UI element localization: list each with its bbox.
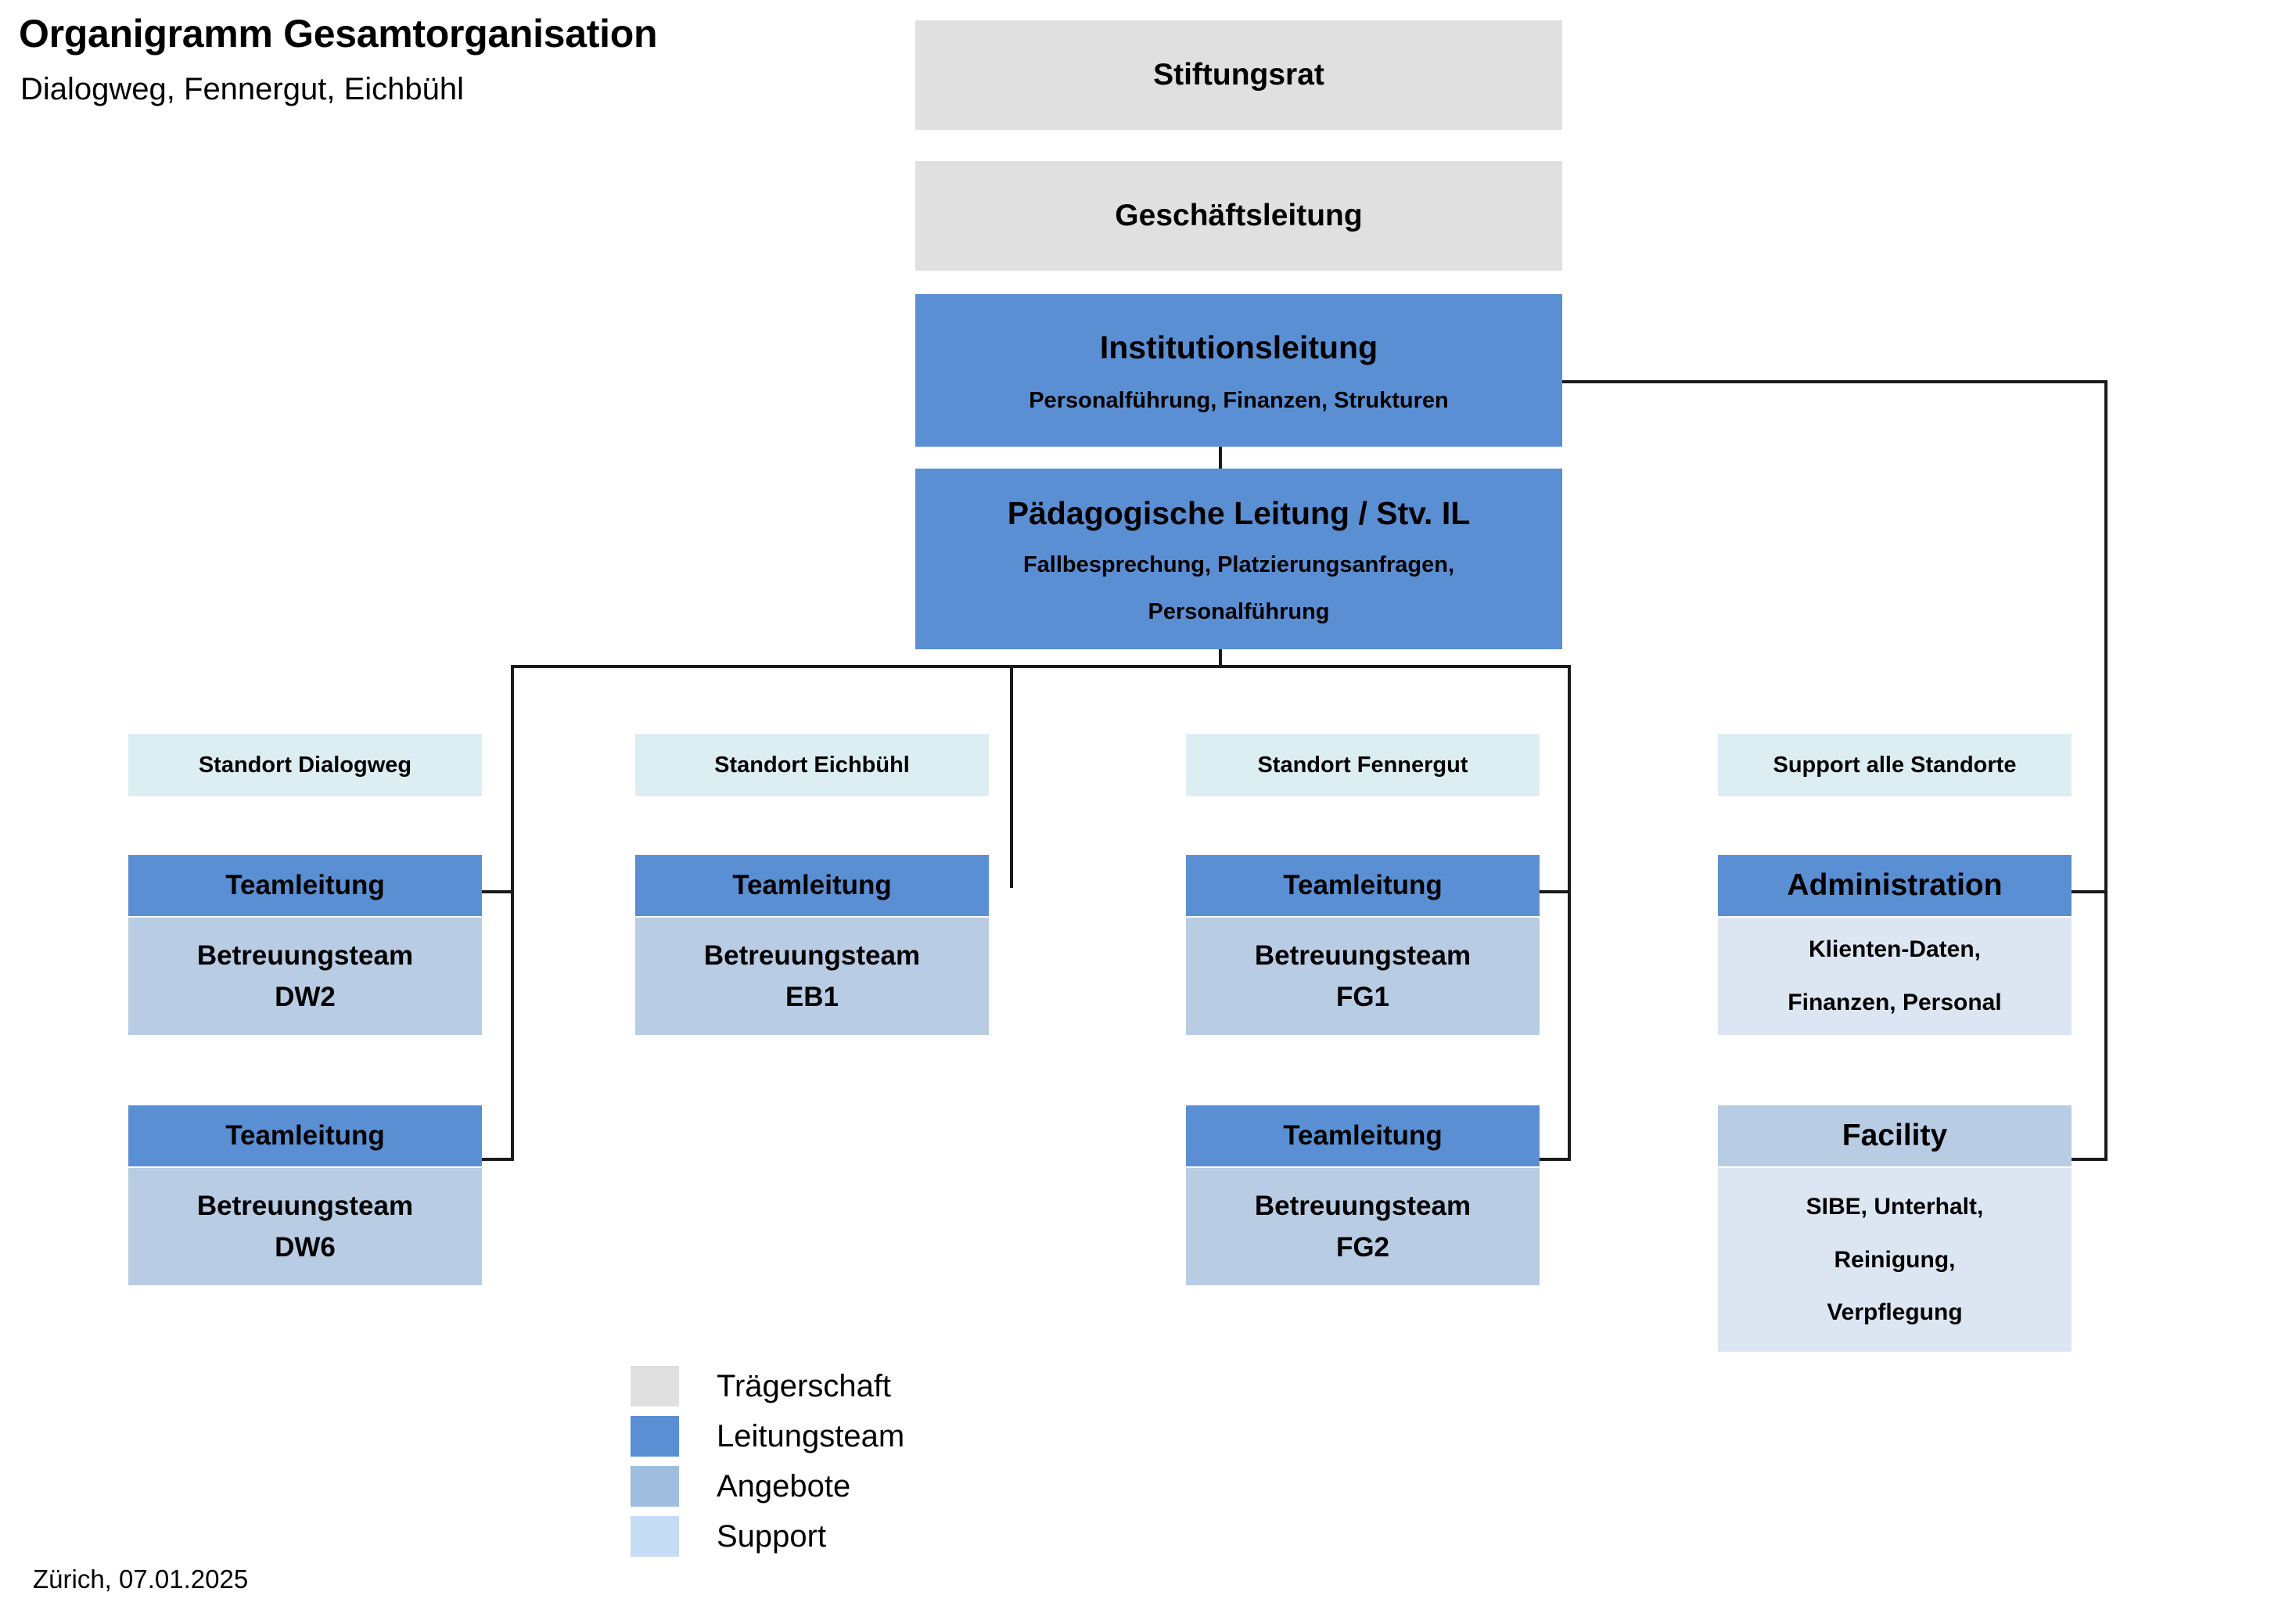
- node-facility-tasks[interactable]: SIBE, Unterhalt, Reinigung, Verpflegung: [1718, 1168, 2072, 1352]
- column-header-support: Support alle Standorte: [1718, 734, 2072, 796]
- node-betreuungsteam-dw6[interactable]: Betreuungsteam DW6: [128, 1168, 482, 1285]
- node-geschaeftsleitung[interactable]: Geschäftsleitung: [915, 161, 1562, 271]
- legend: Trägerschaft Leitungsteam Angebote Suppo…: [631, 1361, 1069, 1561]
- column-header-eichbuehl: Standort Eichbühl: [635, 734, 989, 796]
- node-betreuungsteam-fg2-line1: Betreuungsteam: [1254, 1190, 1471, 1221]
- column-header-dialogweg: Standort Dialogweg: [128, 734, 482, 796]
- connector-support-admin-stub: [2072, 890, 2108, 893]
- footer-place-date: Zürich, 07.01.2025: [33, 1565, 249, 1593]
- column-header-dialogweg-label: Standort Dialogweg: [198, 752, 412, 778]
- connector-support-facility-stub: [2072, 1158, 2108, 1161]
- node-betreuungsteam-fg2[interactable]: Betreuungsteam FG2: [1186, 1168, 1540, 1285]
- column-header-support-label: Support alle Standorte: [1773, 752, 2017, 778]
- node-administration-tasks[interactable]: Klienten-Daten, Finanzen, Personal: [1718, 918, 2072, 1035]
- node-stiftungsrat-title: Stiftungsrat: [1153, 58, 1324, 92]
- node-administration-tasks-line1: Klienten-Daten,: [1808, 936, 1982, 963]
- node-institutionsleitung-title: Institutionsleitung: [1099, 329, 1378, 366]
- node-administration-label: Administration: [1787, 868, 2003, 903]
- legend-item-support: Support: [631, 1511, 1069, 1561]
- connector-dialogweg-vertical: [511, 665, 514, 1161]
- legend-label-leitungsteam: Leitungsteam: [717, 1419, 905, 1453]
- legend-label-traegerschaft: Trägerschaft: [717, 1369, 892, 1403]
- legend-swatch-traegerschaft: [631, 1366, 679, 1407]
- node-facility-tasks-line1: SIBE, Unterhalt,: [1806, 1194, 1984, 1220]
- node-paedagogische-leitung[interactable]: Pädagogische Leitung / Stv. IL Fallbespr…: [915, 469, 1562, 649]
- node-administration-tasks-line2: Finanzen, Personal: [1788, 990, 2002, 1015]
- node-facility[interactable]: Facility: [1718, 1105, 2072, 1166]
- node-institutionsleitung[interactable]: Institutionsleitung Personalführung, Fin…: [915, 294, 1562, 447]
- node-teamleitung-dw2-label: Teamleitung: [225, 870, 385, 901]
- node-paedagogische-leitung-subtitle-2: Personalführung: [1148, 598, 1330, 624]
- connector-dialogweg-tl1-stub: [480, 890, 514, 893]
- legend-item-leitungsteam: Leitungsteam: [631, 1411, 1069, 1461]
- page-subtitle: Dialogweg, Fennergut, Eichbühl: [20, 72, 465, 106]
- connector-dialogweg-tl2-stub: [480, 1158, 514, 1161]
- column-header-fennergut: Standort Fennergut: [1186, 734, 1540, 796]
- node-betreuungsteam-eb1-line1: Betreuungsteam: [703, 940, 921, 971]
- node-teamleitung-eb1-label: Teamleitung: [732, 870, 892, 901]
- node-betreuungsteam-fg2-line2: FG2: [1335, 1232, 1390, 1263]
- legend-swatch-angebote: [631, 1466, 679, 1507]
- node-facility-label: Facility: [1842, 1119, 1948, 1153]
- legend-swatch-support: [631, 1516, 679, 1557]
- node-teamleitung-fg2[interactable]: Teamleitung: [1186, 1105, 1540, 1166]
- page-title: Organigramm Gesamtorganisation: [19, 12, 658, 56]
- column-header-fennergut-label: Standort Fennergut: [1257, 752, 1468, 778]
- node-stiftungsrat[interactable]: Stiftungsrat: [915, 20, 1562, 130]
- node-betreuungsteam-dw2-line1: Betreuungsteam: [196, 940, 414, 971]
- connector-main-bus: [511, 665, 1571, 668]
- node-facility-tasks-line3: Verpflegung: [1827, 1299, 1963, 1326]
- legend-item-traegerschaft: Trägerschaft: [631, 1361, 1069, 1411]
- node-geschaeftsleitung-title: Geschäftsleitung: [1115, 199, 1363, 233]
- node-teamleitung-fg1-label: Teamleitung: [1283, 870, 1443, 901]
- node-betreuungsteam-fg1[interactable]: Betreuungsteam FG1: [1186, 918, 1540, 1035]
- legend-label-support: Support: [717, 1519, 827, 1554]
- node-teamleitung-fg1[interactable]: Teamleitung: [1186, 855, 1540, 916]
- node-facility-tasks-line2: Reinigung,: [1834, 1246, 1956, 1273]
- node-betreuungsteam-dw6-line2: DW6: [275, 1232, 336, 1263]
- connector-support-vertical: [2104, 380, 2108, 1161]
- connector-fennergut-vertical: [1568, 665, 1571, 1161]
- node-teamleitung-dw6-label: Teamleitung: [225, 1120, 385, 1152]
- node-betreuungsteam-eb1-line2: EB1: [785, 982, 839, 1012]
- node-betreuungsteam-eb1[interactable]: Betreuungsteam EB1: [635, 918, 989, 1035]
- node-institutionsleitung-subtitle: Personalführung, Finanzen, Strukturen: [1029, 387, 1449, 413]
- node-betreuungsteam-dw2-line2: DW2: [275, 982, 336, 1012]
- legend-swatch-leitungsteam: [631, 1416, 679, 1457]
- legend-label-angebote: Angebote: [717, 1469, 851, 1504]
- node-betreuungsteam-dw2[interactable]: Betreuungsteam DW2: [128, 918, 482, 1035]
- node-paedagogische-leitung-title: Pädagogische Leitung / Stv. IL: [1007, 495, 1471, 532]
- node-betreuungsteam-fg1-line1: Betreuungsteam: [1254, 940, 1471, 971]
- connector-fennergut-tl1-stub: [1533, 890, 1571, 893]
- legend-item-angebote: Angebote: [631, 1461, 1069, 1511]
- connector-fennergut-tl2-stub: [1533, 1158, 1571, 1161]
- connector-support-from-il: [1541, 380, 2108, 383]
- node-teamleitung-dw6[interactable]: Teamleitung: [128, 1105, 482, 1166]
- column-header-eichbuehl-label: Standort Eichbühl: [714, 752, 910, 778]
- connector-pl-stem: [1219, 648, 1222, 668]
- connector-eichbuehl-vertical: [1010, 665, 1013, 888]
- node-teamleitung-dw2[interactable]: Teamleitung: [128, 855, 482, 916]
- node-betreuungsteam-fg1-line2: FG1: [1335, 982, 1390, 1012]
- node-paedagogische-leitung-subtitle-1: Fallbesprechung, Platzierungsanfragen,: [1022, 552, 1455, 577]
- connector-il-to-pl: [1219, 446, 1222, 469]
- node-betreuungsteam-dw6-line1: Betreuungsteam: [196, 1190, 414, 1221]
- node-administration[interactable]: Administration: [1718, 855, 2072, 916]
- node-teamleitung-fg2-label: Teamleitung: [1283, 1120, 1443, 1152]
- node-teamleitung-eb1[interactable]: Teamleitung: [635, 855, 989, 916]
